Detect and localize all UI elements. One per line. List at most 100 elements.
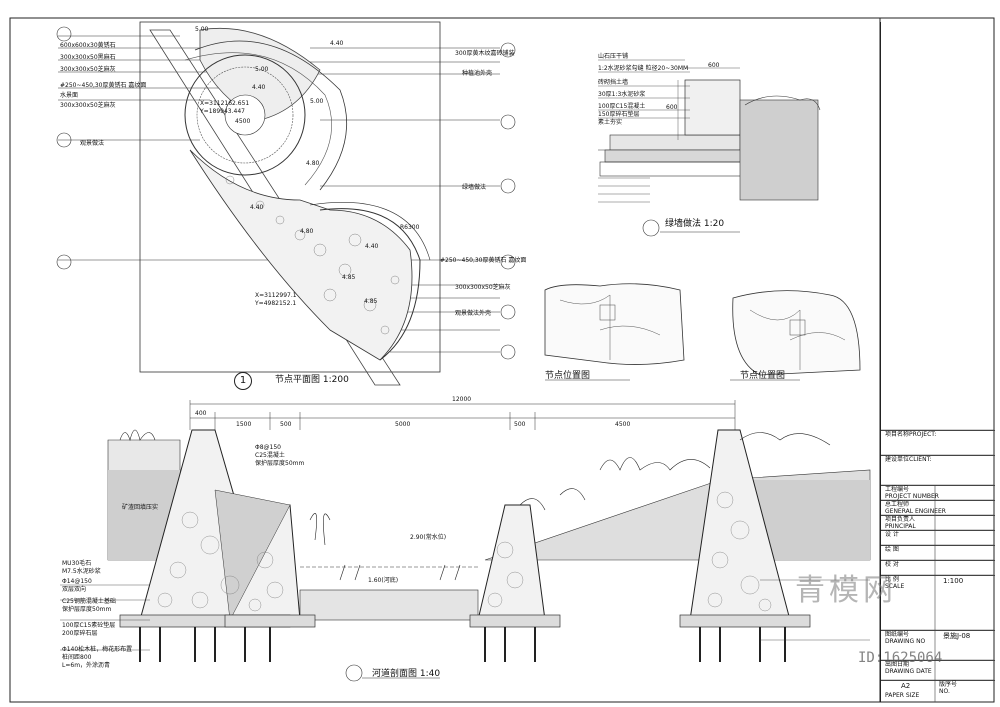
tb-scale: 比 例 xyxy=(885,576,899,583)
plan-label: 观景做法外壳 xyxy=(455,310,492,317)
tb-project-row: 项目名称PROJECT: xyxy=(881,430,995,455)
tb-date-en: DRAWING DATE xyxy=(885,668,932,675)
section-label: C25钢筋混凝土基础 xyxy=(62,598,116,605)
plan-label: 水景面 xyxy=(60,92,79,99)
section-label: 双层双向 xyxy=(62,586,87,593)
plan-dimension: 4.85 xyxy=(364,298,378,305)
tb-principal: 项目负责人 xyxy=(885,516,916,523)
plan-label: 300x300x50芝麻灰 xyxy=(60,102,116,109)
tb-design-row: 设 计 xyxy=(881,530,995,546)
section-dimension: 4500 xyxy=(615,421,631,428)
location-maps xyxy=(544,283,861,381)
section-title: 河道剖面图 1:40 xyxy=(372,669,441,679)
section-label: 桩间距800 xyxy=(62,654,92,661)
tb-paper-en: PAPER SIZE xyxy=(885,692,920,699)
section-dimension: 12000 xyxy=(452,396,472,403)
plan-dimension: 4.40 xyxy=(250,204,264,211)
tb-principal-en: PRINCIPAL xyxy=(885,523,916,530)
plan-label: 300厚黄木纹嘉砖铺装 xyxy=(455,50,515,57)
plan-callout-number: 1 xyxy=(234,372,252,390)
tb-check: 校 对 xyxy=(885,561,899,568)
plan-label: 300x300x50芝麻灰 xyxy=(60,66,116,73)
plan-dimension: 4.85 xyxy=(342,274,356,281)
plan-dimension: 4.40 xyxy=(365,243,379,250)
plan-dimension: 4.40 xyxy=(330,40,344,47)
section-label: L=6m，外涂沥青 xyxy=(62,662,111,669)
plan-label: 600x600x30黄锈石 xyxy=(60,42,116,49)
plan-label: 300x300x50黑麻石 xyxy=(60,54,116,61)
section-label: 保护层厚度50mm xyxy=(255,460,305,467)
section-label: Φ14@150 xyxy=(62,578,92,585)
tb-project-no: 工程编号 xyxy=(885,486,910,493)
section-dimension: 1500 xyxy=(236,421,252,428)
plan-label: 绿墙做法 xyxy=(462,184,487,191)
section-label: Φ140松木桩，梅花形布置 xyxy=(62,646,133,653)
wall-label: 砖砌挡土墙 xyxy=(598,79,629,86)
section-label: M7.5水泥砂浆 xyxy=(62,568,101,575)
tb-design: 设 计 xyxy=(885,531,899,538)
watermark-id: ID:1625064 xyxy=(858,650,943,666)
tb-client: 建设单位CLIENT: xyxy=(885,456,932,463)
section-label: 200厚碎石层 xyxy=(62,630,98,637)
wall-dimension: 600 xyxy=(708,62,720,69)
tb-scale-value: 1:100 xyxy=(943,577,964,585)
tb-drawing-no-value: 景施J-08 xyxy=(943,632,971,640)
watermark-logo: 青模网 xyxy=(795,573,897,608)
tb-version-en: NO. xyxy=(939,688,950,695)
plan-dimension: 4.40 xyxy=(252,84,266,91)
wall-label: 100厚C15混凝土 xyxy=(598,103,646,110)
wall-label: 山石压干铺 xyxy=(598,53,629,60)
sheet-frame xyxy=(9,17,995,703)
wall-detail xyxy=(598,59,821,237)
plan-dimension: 5.00 xyxy=(195,26,209,33)
section-label: Φ8@150 xyxy=(255,444,281,451)
tb-project-no-en: PROJECT NUMBER xyxy=(885,493,939,500)
section-dimension: 5000 xyxy=(395,421,411,428)
wall-label: 150厚碎石垫层 xyxy=(598,111,640,118)
tb-drawing-no-en: DRAWING NO xyxy=(885,638,926,645)
plan-dimension: 4.80 xyxy=(306,160,320,167)
plan-dimension: R6300 xyxy=(400,224,420,231)
coordinate: X=3112162.651 xyxy=(200,100,250,107)
river-section xyxy=(60,400,871,682)
section-label: 100厚C15素砼垫层 xyxy=(62,622,116,629)
plan-dimension: 4500 xyxy=(235,118,251,125)
tb-date: 出图日期 xyxy=(885,661,910,668)
tb-scale-en: SCALE xyxy=(885,583,905,590)
riverbed-level-label: 1.60(河底) xyxy=(368,577,399,584)
tb-project: 项目名称PROJECT: xyxy=(885,431,937,438)
location-map-title-2: 节点位置图 xyxy=(740,371,786,381)
plan-title: 节点平面图 1:200 xyxy=(275,375,349,385)
wall-detail-title: 绿墙做法 1:20 xyxy=(665,219,725,229)
section-dimension: 400 xyxy=(195,410,207,417)
water-level-label: 2.90(常水位) xyxy=(410,534,447,541)
tb-drawn: 绘 图 xyxy=(885,546,899,553)
tb-engineer: 总工程师 xyxy=(885,501,910,508)
plan-label: 观景做法 xyxy=(80,140,105,147)
coordinate: Y=189943.447 xyxy=(200,108,245,115)
coordinate: Y=4982152.1 xyxy=(255,300,297,307)
section-label: 保护层厚度50mm xyxy=(62,606,112,613)
plan-dimension: 4.80 xyxy=(300,228,314,235)
tb-engineer-en: GENERAL ENGINEER xyxy=(885,508,946,515)
tb-drawn-row: 绘 图 xyxy=(881,545,995,561)
wall-label: 素土夯实 xyxy=(598,119,623,126)
plan-dimension: 5.00 xyxy=(255,66,269,73)
tb-client-row: 建设单位CLIENT: xyxy=(881,455,995,486)
section-label: 矿渣回填压实 xyxy=(122,504,159,511)
wall-dimension: 600 xyxy=(666,104,678,111)
wall-label: 30厚1:3水泥砂浆 xyxy=(598,91,646,98)
wall-label: 1:2水泥砂浆勾缝 粒径20~30MM xyxy=(598,65,689,72)
plan-view xyxy=(56,21,516,386)
tb-drawing-no: 图纸编号 xyxy=(885,631,910,638)
plan-dimension: 5.00 xyxy=(310,98,324,105)
plan-label: #250~450,30厚黄锈石 嘉纹面 xyxy=(440,257,527,264)
